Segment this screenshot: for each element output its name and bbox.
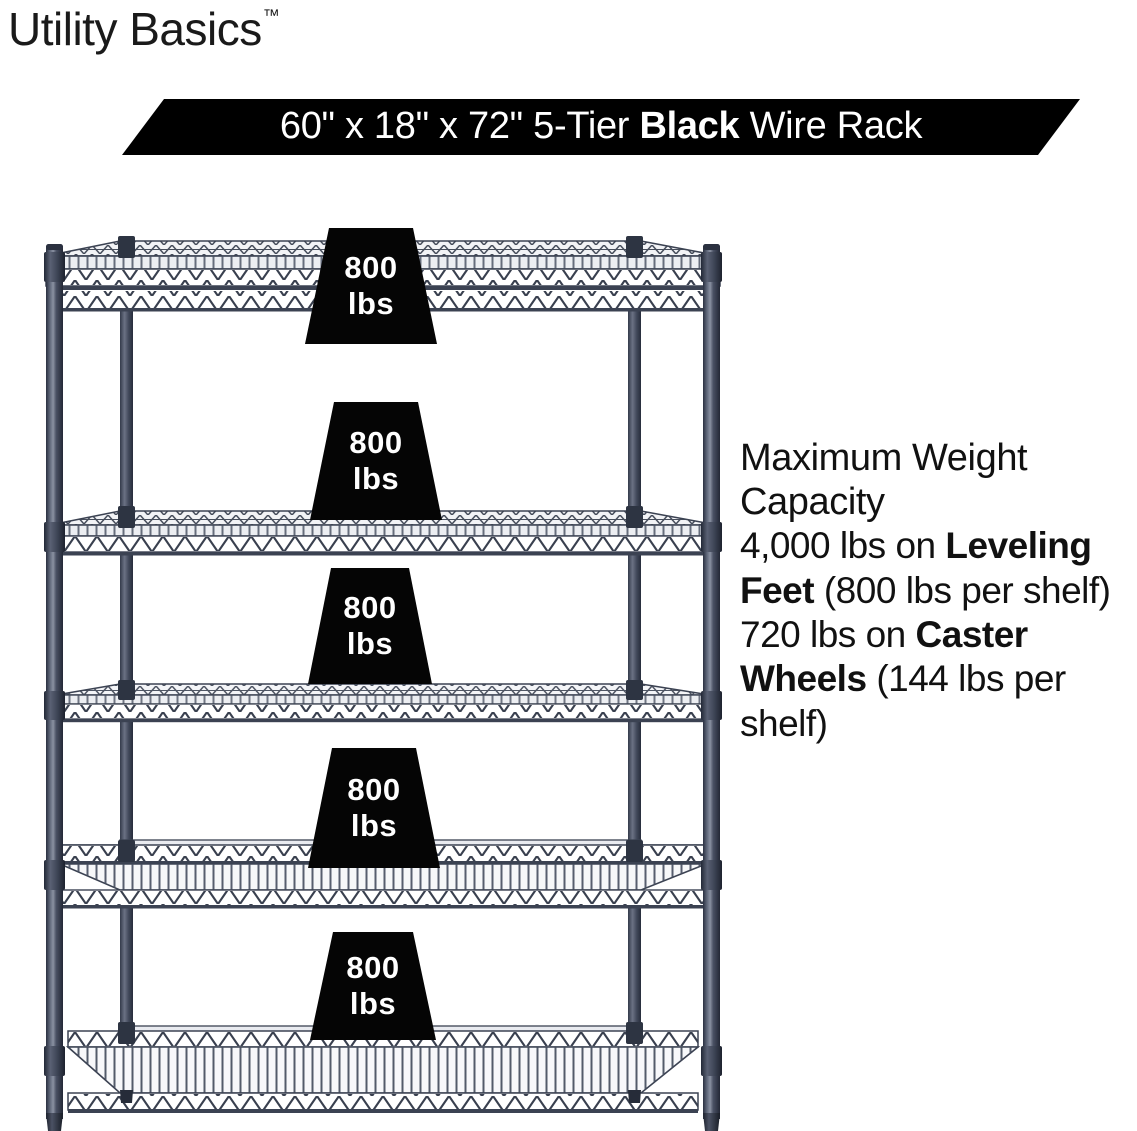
product-title-banner <box>122 99 1080 155</box>
banner-tier: 5-Tier <box>533 104 630 147</box>
badge-unit: lbs <box>347 286 395 321</box>
badge-value: 800 <box>347 772 401 808</box>
caster-wheels-total: 720 lbs on <box>740 613 916 655</box>
leveling-feet-per-shelf: (800 lbs per shelf) <box>814 569 1111 611</box>
banner-finish: Black <box>639 104 740 147</box>
badge-value: 800 <box>349 425 403 461</box>
badge-value: 800 <box>344 250 398 286</box>
badge-unit: lbs <box>350 808 398 843</box>
leveling-feet-statement: 4,000 lbs on Leveling Feet (800 lbs per … <box>740 524 1132 613</box>
brand-logo: Utility Basics™ <box>8 2 280 56</box>
weight-badge-tier-2: 800 lbs <box>310 402 442 520</box>
badge-unit: lbs <box>346 626 394 661</box>
weight-badge-tier-4: 800 lbs <box>308 748 440 868</box>
shelf-tier-3 <box>55 683 711 723</box>
badge-unit: lbs <box>349 986 397 1021</box>
leveling-feet-label: Leveling Feet <box>740 525 1092 611</box>
front-posts <box>46 244 720 1119</box>
leveling-feet-total: 4,000 lbs on <box>740 525 946 567</box>
caster-wheels-label: Caster Wheels <box>740 613 1028 700</box>
caster-wheels-statement: 720 lbs on Caster Wheels (144 lbs per sh… <box>740 613 1132 746</box>
product-title-text: 60" x 18" x 72" 5-Tier Black Wire Rack <box>122 99 1080 155</box>
brand-name: Utility Basics <box>8 3 262 55</box>
capacity-heading: Maximum Weight Capacity <box>740 437 1028 524</box>
leveling-feet <box>46 1090 720 1131</box>
trademark-symbol: ™ <box>262 6 280 25</box>
banner-dimensions: 60" x 18" x 72" <box>279 104 523 147</box>
badge-unit: lbs <box>352 461 400 496</box>
weight-badge-tier-3: 800 lbs <box>308 568 432 684</box>
banner-product: Wire Rack <box>749 104 923 147</box>
weight-badge-tier-5: 800 lbs <box>310 932 436 1040</box>
caster-wheels-per-shelf: (144 lbs per shelf) <box>740 658 1066 744</box>
weight-badge-tier-1: 800 lbs <box>305 228 437 344</box>
capacity-copy-block: Maximum Weight Capacity 4,000 lbs on Lev… <box>740 436 1132 746</box>
badge-value: 800 <box>346 950 400 986</box>
shelf-collars <box>44 236 722 1076</box>
badge-value: 800 <box>343 590 397 626</box>
shelf-tier-5 <box>65 1025 701 1113</box>
